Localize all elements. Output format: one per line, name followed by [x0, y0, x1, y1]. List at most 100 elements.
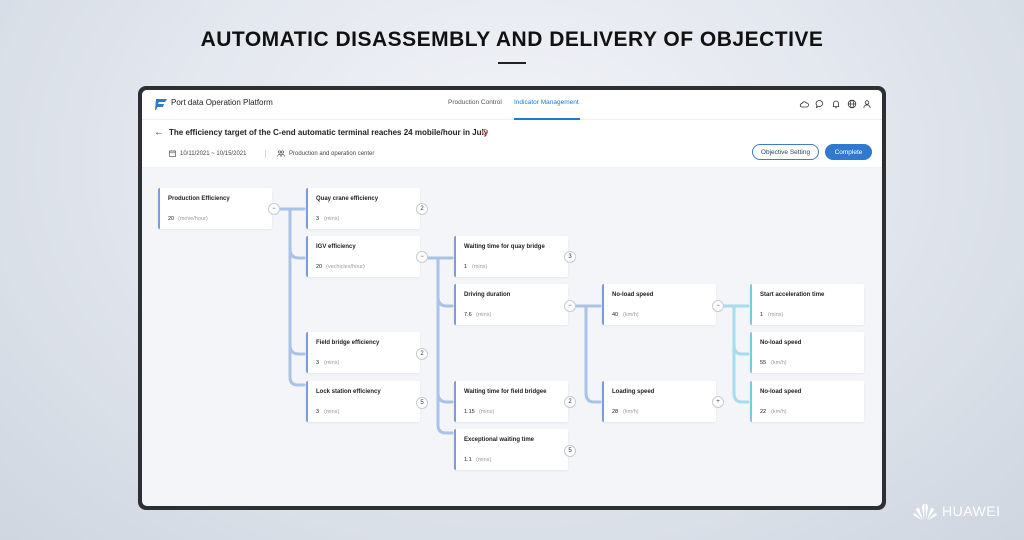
child-count-badge[interactable]: 5	[564, 445, 576, 457]
card-unit: (km/h)	[771, 409, 787, 415]
collapse-button[interactable]: −	[416, 251, 428, 263]
card-title: Loading speed	[612, 389, 655, 395]
card-unit: (km/h)	[623, 312, 639, 318]
card-unit: (mins)	[476, 457, 492, 463]
department: Production and operation center	[277, 150, 374, 157]
card-title: Waiting time for quay bridge	[464, 244, 545, 250]
card-value: 40	[612, 312, 619, 318]
card-title: No-load speed	[760, 340, 802, 346]
card-title: Driving duration	[464, 292, 511, 298]
chat-icon[interactable]	[815, 99, 825, 109]
meta-divider	[265, 150, 266, 158]
card-value: 3	[316, 216, 320, 222]
top-bar: Port data Operation Platform Production …	[142, 90, 882, 120]
tablet-frame: Port data Operation Platform Production …	[138, 86, 886, 510]
tab-indicator-management[interactable]: Indicator Management	[514, 99, 579, 106]
card-value: 3	[316, 409, 320, 415]
child-count-badge[interactable]: 3	[564, 251, 576, 263]
card-unit: (km/h)	[623, 409, 639, 415]
globe-icon[interactable]	[847, 99, 857, 109]
indicator-card-waiting-time-quay-bridge[interactable]: Waiting time for quay bridge 1 (mins)	[454, 236, 568, 277]
card-unit: (move/hour)	[178, 216, 208, 222]
headline-underline	[498, 62, 526, 64]
indicator-card-no-load-speed[interactable]: No-load speed 40 (km/h)	[602, 284, 716, 325]
objective-setting-button[interactable]: Objective Setting	[752, 144, 819, 160]
card-value: 3	[316, 360, 320, 366]
card-value: 1	[464, 264, 468, 270]
card-unit: (mins)	[472, 264, 488, 270]
indicator-card-no-load-speed-3[interactable]: No-load speed 22 (km/h)	[750, 381, 864, 422]
indicator-card-igv-efficiency[interactable]: IGV efficiency 20 (vechicles/hour)	[306, 236, 420, 277]
date-range-text: 10/11/2021 ~ 10/15/2021	[180, 150, 247, 157]
card-title: Quay crane efficiency	[316, 196, 379, 202]
card-value: 1.15	[464, 409, 475, 415]
card-unit: (mins)	[324, 409, 340, 415]
department-text: Production and operation center	[289, 150, 375, 157]
indicator-card-loading-speed[interactable]: Loading speed 28 (km/h)	[602, 381, 716, 422]
card-unit: (mins)	[479, 409, 495, 415]
card-value: 7.6	[464, 312, 472, 318]
child-count-badge[interactable]: 2	[416, 348, 428, 360]
child-count-badge[interactable]: 2	[416, 203, 428, 215]
card-value: 20	[316, 264, 323, 270]
indicator-card-field-bridge-efficiency[interactable]: Field bridge efficiency 3 (mins)	[306, 332, 420, 373]
card-title: IGV efficiency	[316, 244, 356, 250]
card-title: Waiting time for field bridgee	[464, 389, 547, 395]
cloud-icon[interactable]	[799, 99, 809, 109]
indicator-card-production-efficiency[interactable]: Production Efficiency 20 (move/hour)	[158, 188, 272, 229]
expand-button[interactable]: +	[712, 396, 724, 408]
objective-title: The efficiency target of the C-end autom…	[169, 128, 489, 137]
app-screen: Port data Operation Platform Production …	[142, 90, 882, 506]
indicator-card-exceptional-waiting-time[interactable]: Exceptional waiting time 1.1 (mins)	[454, 429, 568, 470]
card-value: 20	[168, 216, 175, 222]
info-icon[interactable]	[482, 129, 488, 135]
indicator-tree: Production Efficiency 20 (move/hour) − Q…	[142, 169, 882, 506]
card-title: Production Efficiency	[168, 196, 230, 202]
brand-name: HUAWEI	[942, 503, 1001, 519]
indicator-card-waiting-time-field-bridge[interactable]: Waiting time for field bridgee 1.15 (min…	[454, 381, 568, 422]
card-value: 28	[612, 409, 619, 415]
page-headline: AUTOMATIC DISASSEMBLY AND DELIVERY OF OB…	[200, 28, 824, 51]
app-title: Port data Operation Platform	[171, 98, 273, 107]
team-icon	[277, 150, 285, 157]
huawei-logo-icon	[913, 503, 937, 521]
card-unit: (mins)	[324, 216, 340, 222]
user-icon[interactable]	[862, 99, 872, 109]
app-logo-icon	[155, 99, 167, 110]
collapse-button[interactable]: −	[712, 300, 724, 312]
card-title: Field bridge efficiency	[316, 340, 380, 346]
tab-production-control[interactable]: Production Control	[448, 99, 502, 106]
card-unit: (mins)	[476, 312, 492, 318]
tree-connectors	[278, 207, 750, 435]
complete-button[interactable]: Complete	[825, 144, 872, 160]
card-unit: (mins)	[768, 312, 784, 318]
date-range: 10/11/2021 ~ 10/15/2021	[169, 150, 246, 157]
card-value: 1.1	[464, 457, 472, 463]
card-unit: (mins)	[324, 360, 340, 366]
card-value: 22	[760, 409, 767, 415]
indicator-card-driving-duration[interactable]: Driving duration 7.6 (mins)	[454, 284, 568, 325]
active-tab-indicator	[514, 118, 580, 120]
card-unit: (vechicles/hour)	[326, 264, 365, 270]
bell-icon[interactable]	[831, 99, 841, 109]
child-count-badge[interactable]: 2	[564, 396, 576, 408]
child-count-badge[interactable]: 5	[416, 397, 428, 409]
card-title: Exceptional waiting time	[464, 437, 535, 443]
card-value: 1	[760, 312, 764, 318]
card-title: No-load speed	[612, 292, 654, 298]
card-title: No-load speed	[760, 389, 802, 395]
collapse-button[interactable]: −	[564, 300, 576, 312]
collapse-button[interactable]: −	[268, 203, 280, 215]
card-title: Start acceleration time	[760, 292, 825, 298]
indicator-card-start-acceleration-time[interactable]: Start acceleration time 1 (mins)	[750, 284, 864, 325]
objective-header: ← The efficiency target of the C-end aut…	[142, 120, 882, 168]
card-title: Lock station efficiency	[316, 389, 381, 395]
brand-watermark: HUAWEI	[912, 501, 1000, 521]
indicator-card-quay-crane-efficiency[interactable]: Quay crane efficiency 3 (mins)	[306, 188, 420, 229]
indicator-card-lock-station-efficiency[interactable]: Lock station efficiency 3 (mins)	[306, 381, 420, 422]
card-unit: (km/h)	[771, 360, 787, 366]
indicator-card-no-load-speed-2[interactable]: No-load speed 55 (km/h)	[750, 332, 864, 373]
calendar-icon	[169, 150, 176, 157]
back-arrow-icon[interactable]: ←	[154, 127, 164, 138]
card-value: 55	[760, 360, 767, 366]
